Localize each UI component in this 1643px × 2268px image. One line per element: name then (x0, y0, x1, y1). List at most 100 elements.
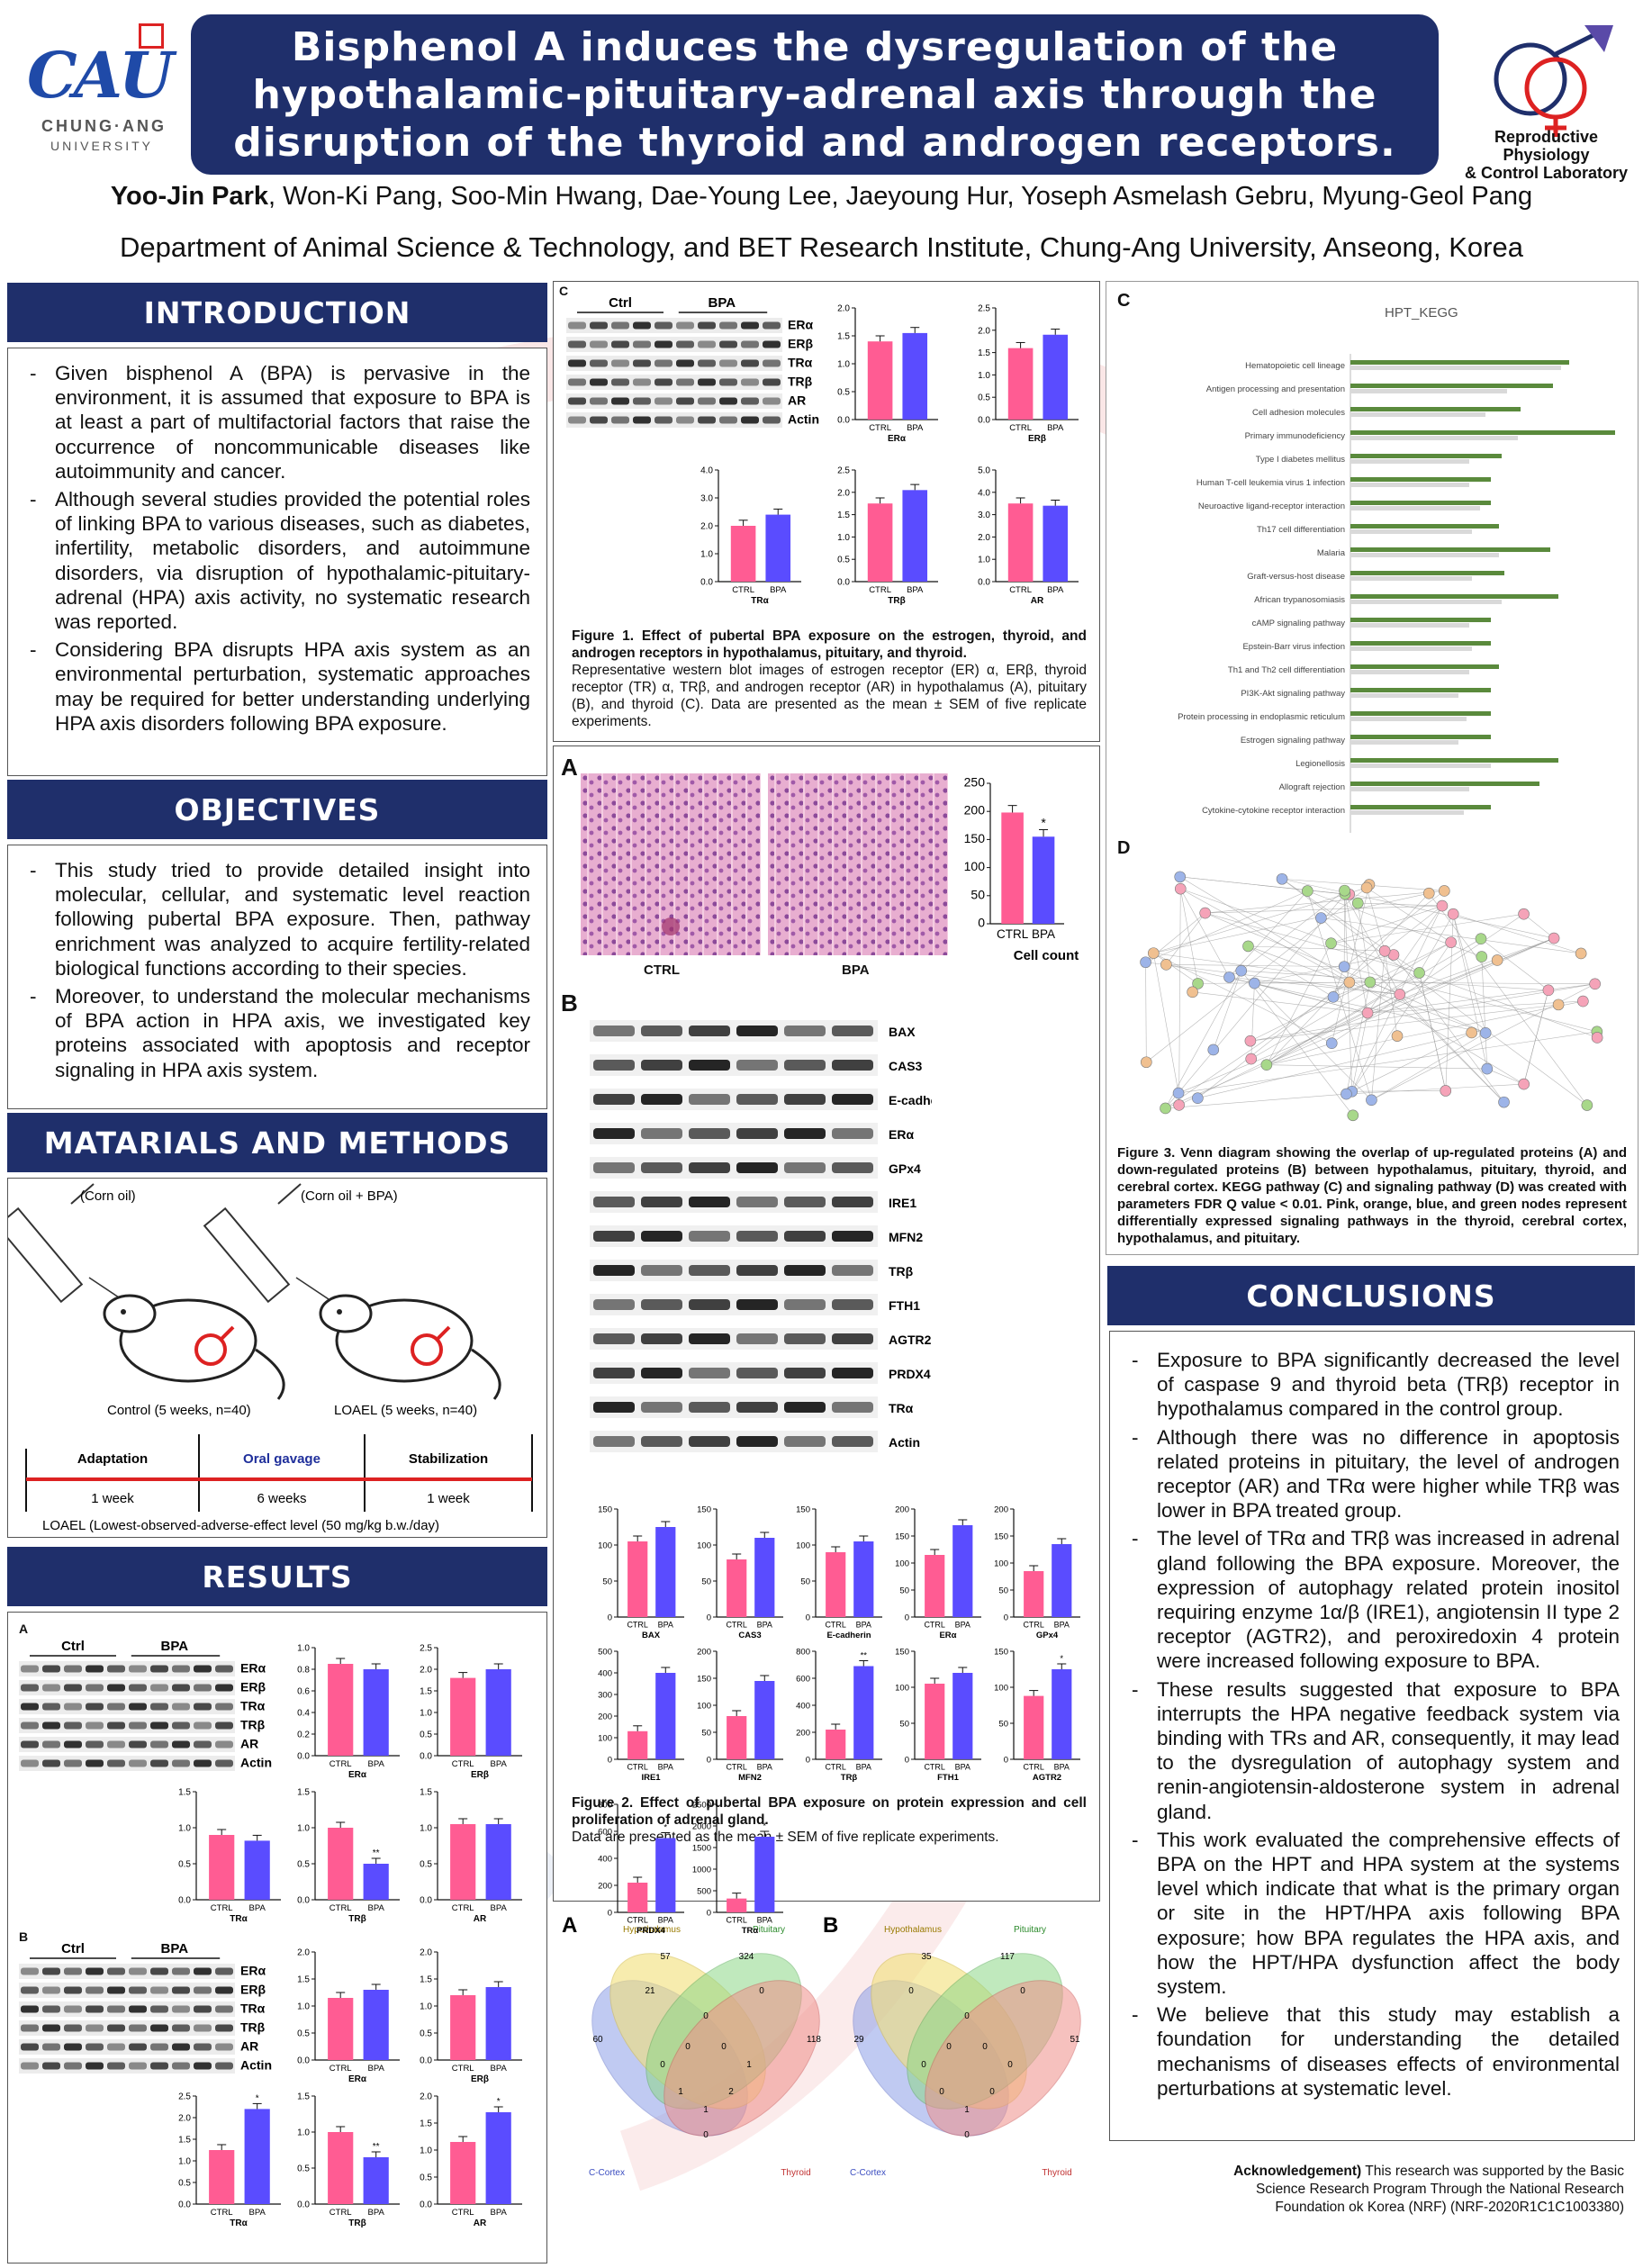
blot-band (741, 416, 759, 424)
network-node (1422, 887, 1435, 899)
blot-lane-background (590, 1260, 878, 1281)
figure1-caption-body: Representative western blot images of es… (572, 663, 1087, 729)
blot-lane-background (19, 1964, 235, 1979)
network-node (1361, 1007, 1374, 1019)
blot-band (689, 1368, 730, 1378)
blot-band (741, 378, 759, 386)
blot-band (593, 1094, 635, 1105)
blot-lane-background (19, 1983, 235, 1998)
acknowledgement-line-3: Foundation ok Korea (NRF) (NRF-2020R1C1C… (1275, 2200, 1624, 2215)
network-edge (1366, 887, 1451, 943)
network-edge (1351, 1012, 1368, 1092)
fig1-panel-a-label: A (19, 1622, 29, 1636)
network-edge (1367, 905, 1443, 1014)
blot-band (641, 1094, 682, 1105)
network-node (1518, 908, 1530, 920)
blot-band (763, 359, 781, 367)
network-node (1174, 882, 1187, 895)
logo-subtitle-2: UNIVERSITY (50, 139, 154, 153)
blot-band (194, 1684, 212, 1692)
blot-band (654, 340, 673, 348)
blot-band (736, 1436, 778, 1447)
blot-band (107, 1721, 125, 1730)
conclusions-list: Exposure to BPA significantly decreased … (1110, 1332, 1634, 2101)
blot-band (172, 2024, 190, 2032)
blot-protein-label: AR (788, 393, 806, 408)
blot-band (741, 340, 759, 348)
blot-band (129, 2043, 147, 2051)
blot-band (568, 378, 586, 386)
blot-band (593, 1333, 635, 1344)
blot-protein-label: Actin (240, 2058, 272, 2073)
network-node (1347, 1109, 1359, 1122)
introduction-bullet: Although several studies provided the po… (15, 487, 530, 634)
objectives-heading: OBJECTIVES (7, 780, 547, 839)
network-edge (1281, 879, 1588, 1106)
network-edge (1254, 954, 1395, 984)
network-edge (1166, 964, 1486, 1034)
network-node (1249, 977, 1260, 989)
network-edge (1371, 951, 1386, 1100)
network-node (1413, 967, 1425, 979)
blot-protein-label: TRα (889, 1401, 914, 1415)
network-edge (1146, 887, 1368, 1062)
blot-band (784, 1094, 826, 1105)
network-node (1438, 885, 1450, 897)
blot-band (593, 1299, 635, 1310)
phase-oral-gavage: Oral gavage (243, 1451, 320, 1467)
network-node (1276, 872, 1288, 885)
venn-set-label: C-Cortex (850, 2168, 886, 2178)
introduction-heading: INTRODUCTION (7, 283, 547, 342)
network-node (1260, 1059, 1273, 1071)
blot-band (763, 340, 781, 348)
network-edge (1266, 938, 1482, 1065)
network-edge (1250, 942, 1451, 1042)
blot-protein-label: ERα (889, 1127, 914, 1142)
blot-band (21, 1684, 39, 1692)
network-edge (1180, 888, 1350, 983)
blot-band (215, 1967, 233, 1975)
blot-band (736, 1299, 778, 1310)
blot-lane-background (590, 1396, 878, 1418)
venn-count: 1 (703, 2105, 709, 2115)
blot-band (641, 1026, 682, 1036)
blot-band (568, 321, 586, 330)
network-edge (1205, 905, 1442, 914)
network-edge (1192, 991, 1368, 1014)
network-edge (1250, 942, 1451, 1060)
blot-band (172, 2043, 190, 2051)
network-edge (1332, 981, 1370, 998)
network-node (1518, 1078, 1530, 1090)
blot-band (736, 1231, 778, 1242)
blot-band (676, 340, 694, 348)
loael-footnote: LOAEL (Lowest-observed-adverse-effect le… (42, 1518, 439, 1533)
results-heading: RESULTS (7, 1547, 547, 1606)
blot-band (633, 397, 651, 405)
blot-band (832, 1026, 873, 1036)
blot-band (832, 1299, 873, 1310)
blot-band (689, 1094, 730, 1105)
venn-count: 1 (964, 2105, 970, 2115)
blot-band (832, 1265, 873, 1276)
network-edge (1399, 994, 1486, 1034)
network-node (1173, 1099, 1185, 1111)
lab-logo: Reproductive Physiology & Control Labora… (1449, 18, 1643, 182)
network-edge (1166, 964, 1345, 967)
blot-protein-label: TRβ (240, 2020, 266, 2035)
network-node (1391, 1030, 1404, 1042)
loael-group-label: LOAEL (5 weeks, n=40) (334, 1403, 477, 1418)
blot-band (150, 1759, 168, 1767)
blot-band (633, 359, 651, 367)
network-edge (1266, 994, 1400, 1065)
network-node (1187, 986, 1198, 998)
blot-band (194, 2062, 212, 2070)
blot-band (129, 1665, 147, 1673)
venn-count: 0 (660, 2060, 665, 2070)
network-node (1199, 907, 1211, 919)
figure2-caption-body: Data are presented as the mean ± SEM of … (572, 1830, 999, 1845)
blot-band (698, 321, 716, 330)
network-edge (1281, 878, 1555, 939)
blot-band (689, 1436, 730, 1447)
blot-lane-background (566, 318, 782, 333)
network-edge (1241, 890, 1345, 971)
